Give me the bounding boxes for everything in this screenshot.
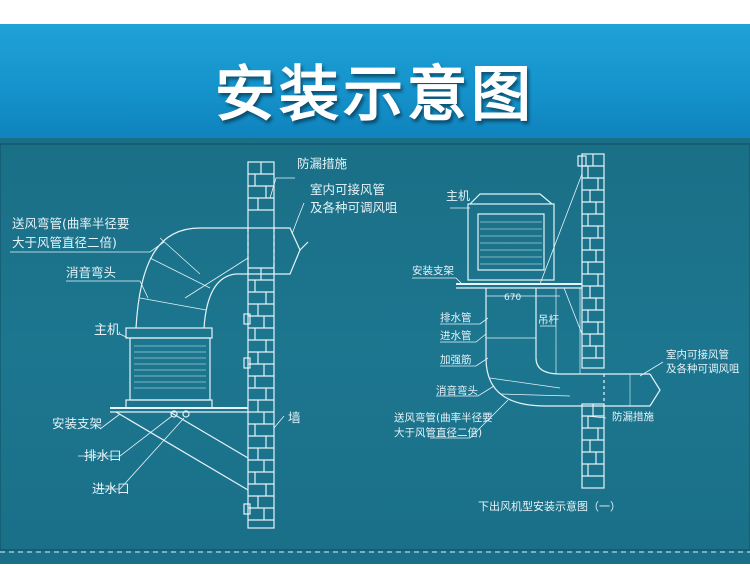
- left-label-leak-prevention: 防漏措施: [297, 156, 348, 171]
- left-labels: 防漏措施 室内可接风管 及各种可调风咀 送风弯管(曲率半径要 大于风管直径二倍)…: [12, 156, 398, 496]
- right-installation-diagram: [412, 153, 664, 489]
- left-label-main-unit: 主机: [94, 323, 120, 338]
- diagram-board: 防漏措施 室内可接风管 及各种可调风咀 送风弯管(曲率半径要 大于风管直径二倍)…: [0, 138, 750, 564]
- left-label-indoor-duct-2: 及各种可调风咀: [310, 200, 398, 215]
- right-label-main-unit: 主机: [446, 189, 470, 203]
- left-label-silencer-elbow: 消音弯头: [66, 265, 116, 280]
- left-installation-diagram: [10, 161, 309, 529]
- left-leader-lines: [10, 177, 305, 490]
- right-leader-lines: [412, 207, 664, 439]
- left-label-indoor-duct-1: 室内可接风管: [310, 182, 385, 197]
- left-elbow-outer: [135, 227, 201, 329]
- right-label-dim-670: 670: [504, 293, 521, 303]
- title-banner: 安装示意图: [0, 24, 750, 138]
- right-bracket: [456, 155, 587, 335]
- right-main-unit: [467, 193, 555, 281]
- right-label-hanger-rod: 吊杆: [538, 313, 559, 326]
- right-label-supply-elbow-2: 大于风管直径二倍): [394, 426, 482, 439]
- left-elbow-seam: [139, 297, 207, 311]
- left-bracket: [110, 257, 251, 515]
- right-label-stiffener: 加强筋: [440, 353, 472, 366]
- board-frame: [0, 143, 750, 551]
- left-label-water-inlet: 进水口: [92, 481, 130, 496]
- right-label-bracket: 安装支架: [412, 264, 454, 277]
- left-label-bracket: 安装支架: [52, 416, 102, 431]
- title-panel: 安装示意图: [0, 24, 750, 138]
- left-wall-duct: [200, 227, 309, 275]
- right-label-leak-prevention: 防漏措施: [612, 410, 654, 423]
- left-main-unit: [125, 327, 213, 409]
- right-label-drain-pipe: 排水管: [440, 311, 472, 324]
- right-labels: 主机 安装支架 670 排水管 进水管 加强筋 消音弯头 送风弯管(曲率半径要 …: [394, 189, 740, 513]
- right-label-silencer-elbow: 消音弯头: [436, 384, 478, 397]
- left-label-drain-outlet: 排水口: [84, 448, 122, 463]
- left-elbow-inner: [203, 273, 237, 329]
- right-wall-duct: [582, 373, 661, 407]
- left-label-supply-elbow-1: 送风弯管(曲率半径要: [12, 216, 129, 231]
- left-label-supply-elbow-2: 大于风管直径二倍): [12, 235, 117, 250]
- right-label-supply-elbow-1: 送风弯管(曲率半径要: [394, 411, 493, 424]
- right-diagram-caption: 下出风机型安装示意图（一）: [478, 499, 621, 513]
- left-elbow-seam: [149, 257, 211, 289]
- right-upper-wall: [581, 153, 605, 369]
- banner-title: 安装示意图: [215, 60, 535, 130]
- right-label-indoor-duct-1: 室内可接风管: [666, 348, 729, 361]
- right-drop-duct: [485, 288, 582, 407]
- right-label-indoor-duct-2: 及各种可调风咀: [666, 362, 740, 375]
- top-strip: [0, 0, 750, 24]
- installation-diagrams: 防漏措施 室内可接风管 及各种可调风咀 送风弯管(曲率半径要 大于风管直径二倍)…: [0, 143, 750, 553]
- left-elbow-seam: [159, 237, 201, 275]
- left-label-wall: 墙: [288, 410, 301, 425]
- left-brick-wall: [247, 161, 275, 529]
- right-label-inlet-pipe: 进水管: [440, 329, 472, 342]
